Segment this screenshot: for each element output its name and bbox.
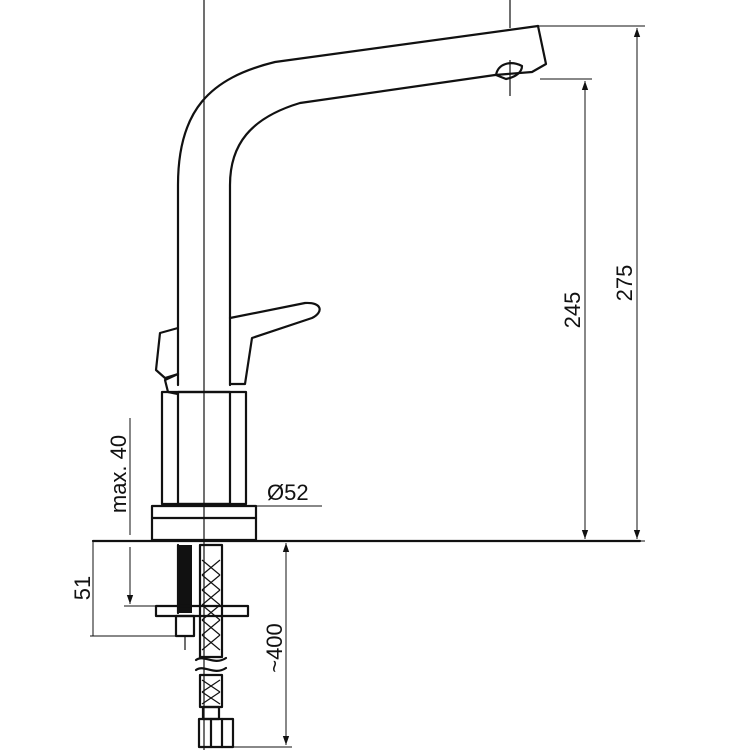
threaded-rod	[178, 545, 192, 613]
dimension-245: 245	[540, 78, 592, 539]
dimension-max-40: max. 40	[106, 418, 156, 607]
dimension-label-275: 275	[612, 265, 637, 302]
dimension-label-diameter: Ø52	[267, 480, 309, 505]
mixer-lever	[154, 301, 321, 396]
dimension-label-51: 51	[70, 576, 95, 600]
dimension-400: ~400	[233, 543, 292, 748]
dimension-275: 275	[538, 25, 645, 542]
faucet-spout	[176, 0, 548, 387]
dimension-label-400: ~400	[262, 623, 287, 673]
mounting-assembly	[154, 543, 250, 650]
dimension-label-245: 245	[560, 292, 585, 329]
faucet-body	[150, 390, 258, 542]
dimension-diameter-52: Ø52	[246, 480, 322, 507]
dimension-label-max-40: max. 40	[106, 435, 131, 513]
dimension-51: 51	[70, 541, 176, 637]
flexible-hose	[194, 543, 235, 749]
